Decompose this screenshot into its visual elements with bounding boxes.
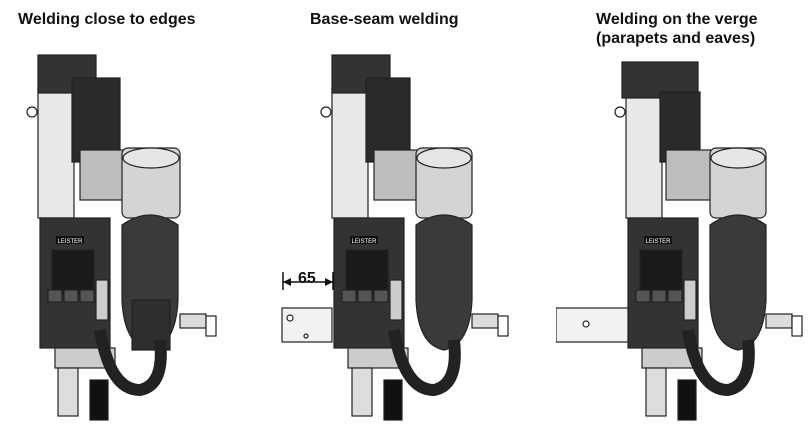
- welding-machine-base-seam: LEISTER: [281, 54, 509, 421]
- welding-machine-verge: LEISTER: [556, 61, 803, 421]
- dimension-arrow: [282, 272, 334, 290]
- display-brand-1: LEISTER: [57, 239, 83, 245]
- display-brand-3: LEISTER: [645, 239, 671, 245]
- welding-machine-close-to-edges: LEISTER: [26, 54, 217, 421]
- panel-1-title: Welding close to edges: [18, 11, 196, 28]
- panel-3-title-line1: Welding on the verge: [596, 11, 758, 28]
- panel-3-subtitle: (parapets and eaves): [596, 30, 756, 47]
- display-brand-2: LEISTER: [351, 239, 377, 245]
- panel-3-title: Welding on the verge (parapets and eaves…: [596, 10, 758, 48]
- dimension-label: 65: [298, 270, 316, 287]
- panel-2-title: Base-seam welding: [310, 11, 459, 28]
